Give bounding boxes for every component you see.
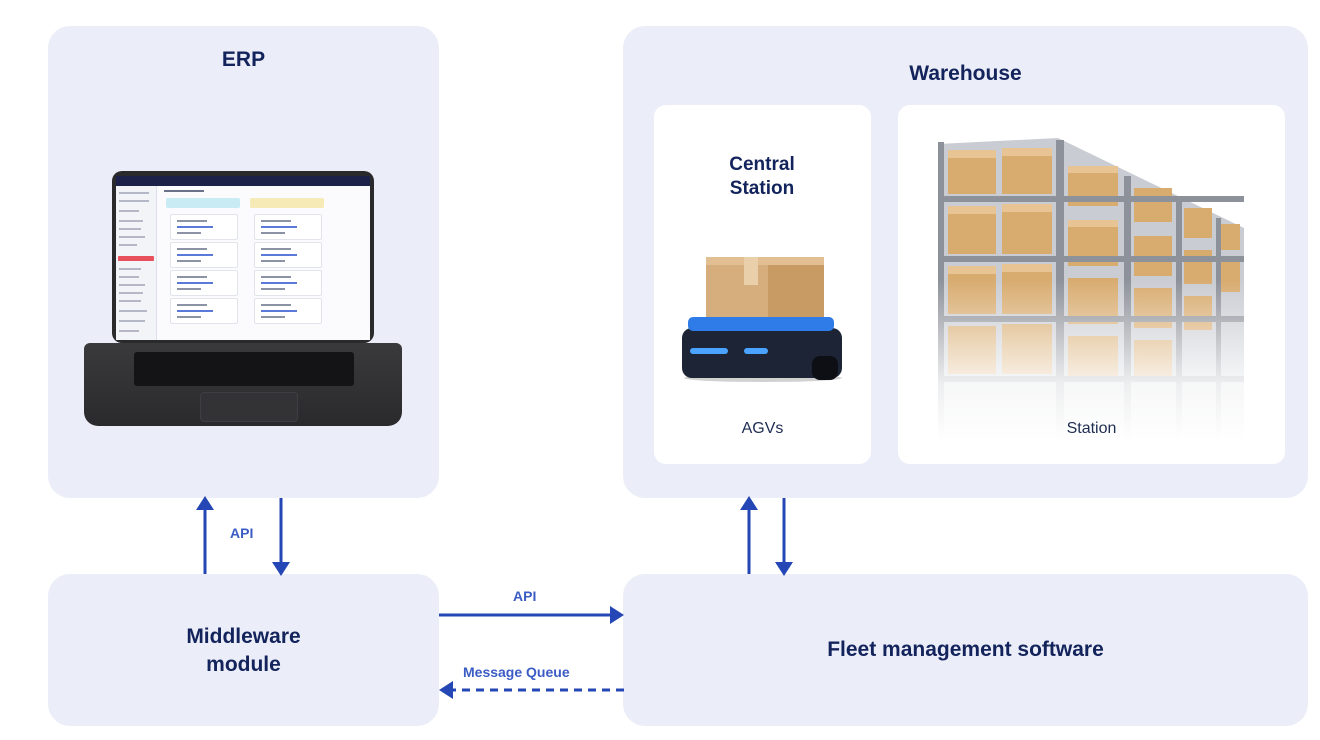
middleware-panel bbox=[48, 574, 439, 726]
storage-rack-illustration bbox=[938, 136, 1244, 454]
arrow-up-fleet-to-warehouse bbox=[740, 496, 758, 510]
middleware-title: Middleware module bbox=[186, 625, 301, 676]
fleet-management-panel bbox=[623, 574, 1308, 726]
fleet-management-title: Fleet management software bbox=[827, 638, 1104, 661]
erp-middleware-api-label: API bbox=[230, 525, 254, 541]
agvs-caption: AGVs bbox=[741, 420, 784, 437]
message-queue-label: Message Queue bbox=[463, 664, 570, 680]
warehouse-title: Warehouse bbox=[909, 62, 1022, 85]
arrow-right-middleware-to-fleet bbox=[610, 606, 624, 624]
arrow-left-fleet-to-middleware bbox=[439, 681, 453, 699]
arrow-down-erp-to-middleware bbox=[272, 562, 290, 576]
arrow-down-warehouse-to-fleet bbox=[775, 562, 793, 576]
arrow-up-middleware-to-erp bbox=[196, 496, 214, 510]
erp-title: ERP bbox=[221, 48, 266, 71]
station-caption: Station bbox=[1066, 420, 1117, 437]
middleware-fleet-api-label: API bbox=[513, 588, 537, 604]
central-station-title: Central Station bbox=[729, 154, 795, 199]
